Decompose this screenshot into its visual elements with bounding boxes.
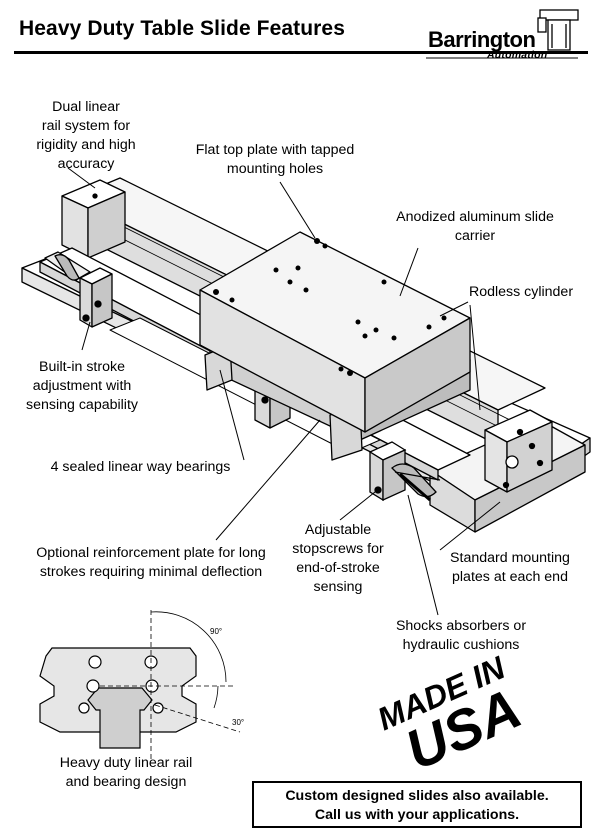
angle-90-label: 90° [210, 627, 222, 636]
label-shock-absorbers: Shocks absorbers or hydraulic cushions [395, 618, 527, 653]
header-rule [14, 51, 588, 54]
label-rail-bearing-design: Heavy duty linear rail and bearing desig… [59, 755, 193, 790]
page-title: Heavy Duty Table Slide Features [19, 17, 345, 40]
angle-30-label: 30° [232, 718, 244, 727]
cta-line-1: Custom designed slides also available. [285, 788, 549, 804]
label-flat-top-plate: Flat top plate with tapped mounting hole… [195, 142, 355, 177]
label-linear-bearings: 4 sealed linear way bearings [50, 459, 231, 475]
label-stopscrews: Adjustable stopscrews for end-of-stroke … [292, 522, 384, 595]
label-mounting-plates: Standard mounting plates at each end [450, 550, 570, 585]
cta-line-2: Call us with your applications. [314, 807, 520, 823]
label-stroke-adjustment: Built-in stroke adjustment with sensing … [26, 359, 138, 413]
logo-name: Barrington [428, 27, 536, 52]
label-reinforcement-plate: Optional reinforcement plate for long st… [36, 545, 266, 580]
label-rodless-cylinder: Rodless cylinder [468, 284, 574, 300]
label-anodized-carrier: Anodized aluminum slide carrier [396, 209, 554, 244]
label-dual-rail: Dual linear rail system for rigidity and… [36, 99, 136, 172]
custom-slides-callout: Custom designed slides also available. C… [252, 781, 582, 828]
